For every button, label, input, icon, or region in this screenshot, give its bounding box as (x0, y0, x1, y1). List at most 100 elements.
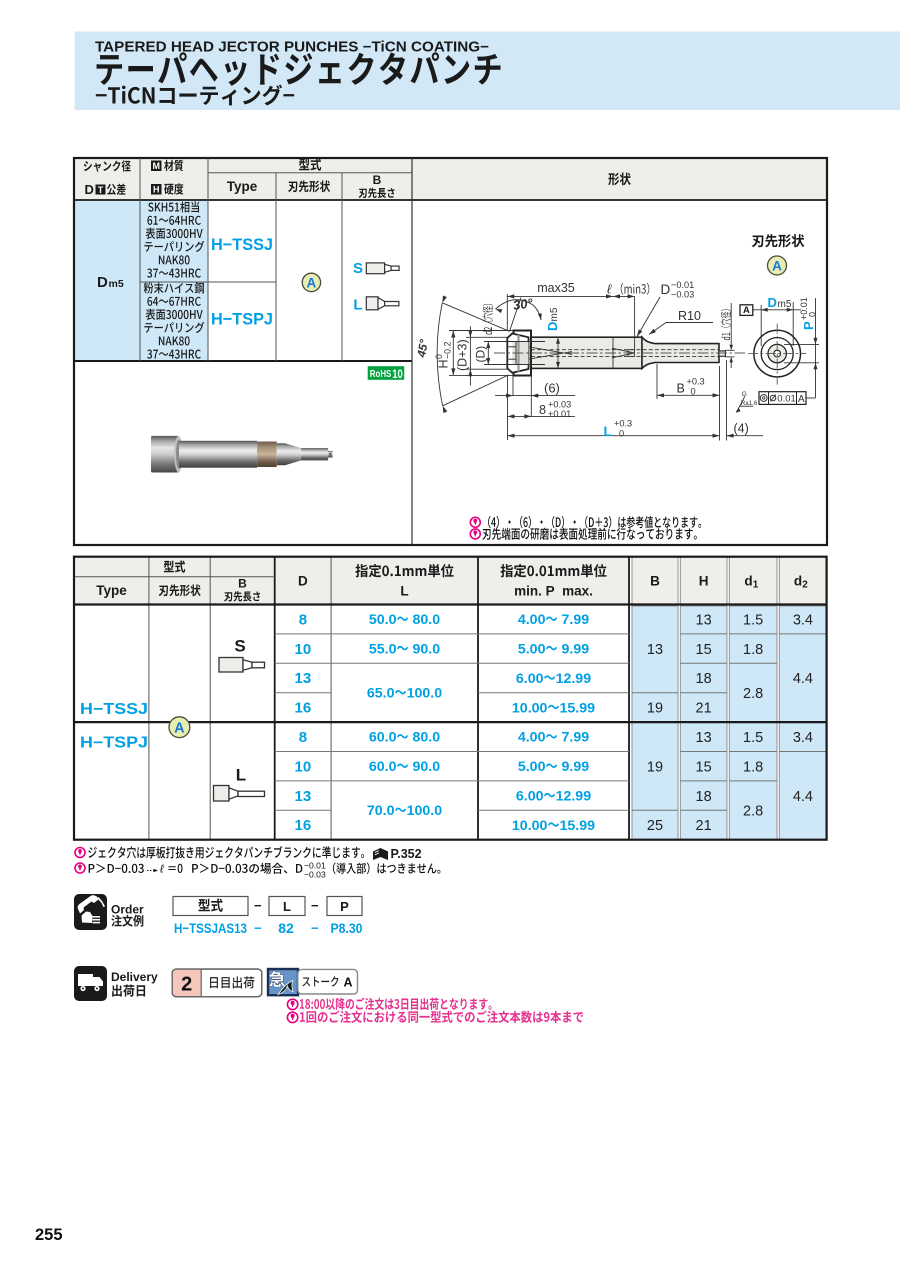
svg-text:2: 2 (802, 580, 808, 591)
svg-text:12.99: 12.99 (556, 671, 592, 687)
svg-text:0: 0 (808, 312, 818, 317)
svg-text:B: B (650, 574, 660, 589)
svg-text:H: H (437, 359, 451, 368)
svg-text:−0.01: −0.01 (304, 861, 326, 871)
svg-text:100.0: 100.0 (407, 803, 443, 819)
svg-text:9.99: 9.99 (562, 759, 590, 775)
svg-text:M: M (152, 161, 160, 171)
svg-text:H: H (153, 185, 160, 195)
svg-text:S: S (234, 637, 245, 656)
svg-text:D: D (545, 322, 560, 331)
svg-text:d: d (794, 574, 802, 589)
svg-text:+0.3: +0.3 (614, 419, 632, 429)
svg-text:A: A (798, 394, 805, 405)
svg-text:max35: max35 (537, 281, 575, 295)
svg-text:80.0: 80.0 (413, 612, 441, 628)
svg-text:4.4: 4.4 (793, 789, 813, 805)
svg-text:13: 13 (696, 730, 712, 746)
svg-text:H−TSSJAS13: H−TSSJAS13 (174, 920, 247, 936)
svg-text:13: 13 (295, 670, 312, 687)
svg-text:−0.03: −0.03 (304, 870, 326, 880)
svg-text:L: L (283, 899, 291, 914)
svg-text:B: B (677, 382, 685, 396)
svg-text:ℓ: ℓ (159, 864, 164, 876)
svg-text:P: P (340, 899, 349, 914)
svg-text:D: D (85, 182, 94, 197)
svg-text:−: − (254, 921, 262, 936)
svg-text:16: 16 (295, 700, 312, 717)
svg-text:80.0: 80.0 (413, 730, 441, 746)
svg-text:Ra1.6: Ra1.6 (741, 400, 758, 407)
svg-text:−: − (254, 898, 262, 913)
svg-text:RoHS: RoHS (370, 369, 392, 380)
svg-text:19: 19 (647, 701, 663, 717)
svg-text:9.99: 9.99 (562, 642, 590, 658)
svg-text:50.0: 50.0 (369, 612, 397, 628)
svg-text:2.8: 2.8 (743, 804, 763, 820)
svg-text:15: 15 (696, 642, 712, 658)
svg-text:B: B (238, 577, 247, 591)
svg-text:1: 1 (753, 580, 759, 591)
svg-text:(D+3): (D+3) (456, 339, 470, 371)
svg-text:25: 25 (647, 818, 663, 834)
svg-text:+0.01: +0.01 (548, 409, 571, 419)
svg-text:L: L (353, 297, 362, 314)
svg-text:H: H (699, 574, 709, 589)
svg-text:13: 13 (295, 788, 312, 805)
svg-text:H−TSPJ: H−TSPJ (211, 310, 273, 329)
svg-text:65.0: 65.0 (367, 686, 395, 702)
svg-text:15.99: 15.99 (560, 700, 596, 716)
svg-text:90.0: 90.0 (413, 759, 441, 775)
svg-text:13: 13 (647, 642, 663, 658)
svg-text:10: 10 (295, 758, 312, 775)
svg-text:10: 10 (392, 367, 403, 381)
svg-text:−: − (311, 898, 319, 913)
svg-text:100.0: 100.0 (407, 686, 443, 702)
svg-text:A: A (344, 976, 353, 990)
svg-text:A: A (174, 720, 185, 736)
svg-text:H−TSSJ: H−TSSJ (80, 701, 148, 718)
svg-text:5.00: 5.00 (518, 642, 546, 658)
svg-text:60.0: 60.0 (369, 759, 397, 775)
svg-text:1.5: 1.5 (743, 730, 763, 746)
svg-text:1.8: 1.8 (743, 759, 763, 775)
svg-text:6.00: 6.00 (516, 789, 544, 805)
svg-text:D: D (661, 282, 671, 297)
svg-text:82: 82 (278, 920, 294, 936)
svg-text:15.99: 15.99 (560, 818, 596, 834)
svg-text:m5: m5 (549, 307, 560, 321)
svg-text:10.00: 10.00 (512, 700, 548, 716)
svg-text:min. P max.: min. P max. (514, 584, 593, 599)
svg-text:3.4: 3.4 (793, 730, 813, 746)
svg-text:Order: Order (111, 903, 144, 917)
svg-text:−0.03: −0.03 (671, 290, 694, 300)
svg-text:0: 0 (434, 354, 444, 359)
svg-text:(6): (6) (544, 381, 560, 396)
svg-text:10: 10 (295, 641, 312, 658)
svg-text:TAPERED HEAD JECTOR PUNCHES −T: TAPERED HEAD JECTOR PUNCHES −TiCN COATIN… (95, 40, 489, 56)
svg-text:13: 13 (696, 612, 712, 628)
svg-text:8: 8 (539, 403, 546, 417)
svg-text:P.352: P.352 (391, 847, 422, 861)
svg-text:T: T (98, 185, 104, 195)
svg-text:55.0: 55.0 (369, 642, 397, 658)
svg-text:L: L (236, 766, 246, 785)
svg-text:30°: 30° (512, 295, 534, 313)
svg-text:8: 8 (299, 729, 307, 746)
svg-text:7.99: 7.99 (562, 612, 590, 628)
svg-text:8: 8 (299, 611, 307, 628)
svg-text:m5: m5 (109, 278, 124, 290)
svg-text:−0.01: −0.01 (671, 280, 694, 290)
svg-text:1.5: 1.5 (743, 612, 763, 628)
svg-text:10.00: 10.00 (512, 818, 548, 834)
svg-text:0.01: 0.01 (777, 394, 796, 405)
svg-text:Delivery: Delivery (111, 970, 158, 984)
svg-text:60.0: 60.0 (369, 730, 397, 746)
svg-text:R10: R10 (678, 309, 701, 323)
svg-text:6.00: 6.00 (516, 671, 544, 687)
svg-text:+0.03: +0.03 (548, 400, 571, 410)
svg-text:L: L (400, 584, 408, 599)
svg-text:m5: m5 (778, 299, 792, 310)
svg-text:18: 18 (696, 671, 712, 687)
svg-text:16: 16 (295, 817, 312, 834)
